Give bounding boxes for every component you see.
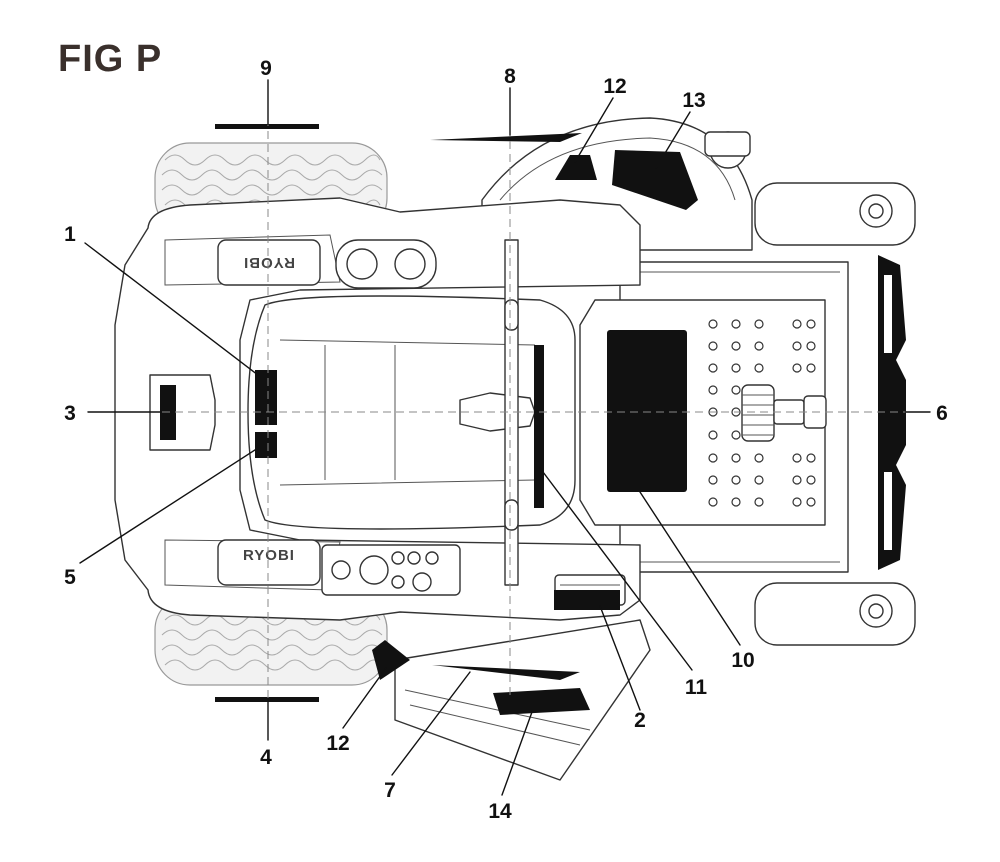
callout-2: 2 xyxy=(634,709,646,732)
callout-3: 3 xyxy=(64,402,76,425)
front-caster-bottom xyxy=(754,582,916,646)
seat-hinge xyxy=(459,392,536,432)
front-caster-top xyxy=(754,182,916,246)
callout-7: 7 xyxy=(384,779,396,802)
decal-14 xyxy=(493,688,590,715)
decal-13 xyxy=(612,150,698,210)
cup-holder xyxy=(335,239,437,289)
decal-9 xyxy=(215,124,319,129)
decal-7 xyxy=(432,665,580,680)
decal-12-top xyxy=(555,155,597,180)
callout-5: 5 xyxy=(64,566,76,589)
callout-9: 9 xyxy=(260,57,272,80)
decal-10 xyxy=(607,330,687,492)
decal-11 xyxy=(534,345,544,508)
decal-12-bottom xyxy=(372,640,410,680)
deck-plate-holes xyxy=(708,319,816,507)
callout-8: 8 xyxy=(504,65,516,88)
decal-2 xyxy=(554,590,620,610)
callout-13: 13 xyxy=(682,89,705,112)
control-panel xyxy=(321,544,461,596)
battery-housing-top: RYOBI xyxy=(217,239,321,286)
callout-11: 11 xyxy=(685,676,708,699)
brand-logo-bottom: RYOBI xyxy=(243,547,295,564)
callout-6: 6 xyxy=(936,402,948,425)
callout-12-top: 12 xyxy=(603,75,626,98)
decal-1 xyxy=(255,370,277,425)
battery-housing-bottom: RYOBI xyxy=(217,539,321,586)
brand-logo-top: RYOBI xyxy=(243,254,295,271)
callout-14: 14 xyxy=(488,800,512,823)
decal-8 xyxy=(430,133,582,142)
callout-10: 10 xyxy=(731,649,754,672)
decal-5 xyxy=(255,432,277,458)
callout-12-bottom: 12 xyxy=(326,732,349,755)
callout-4: 4 xyxy=(260,746,272,769)
decal-4 xyxy=(215,697,319,702)
callout-1: 1 xyxy=(64,223,76,246)
figure-title: FIG P xyxy=(58,38,163,80)
